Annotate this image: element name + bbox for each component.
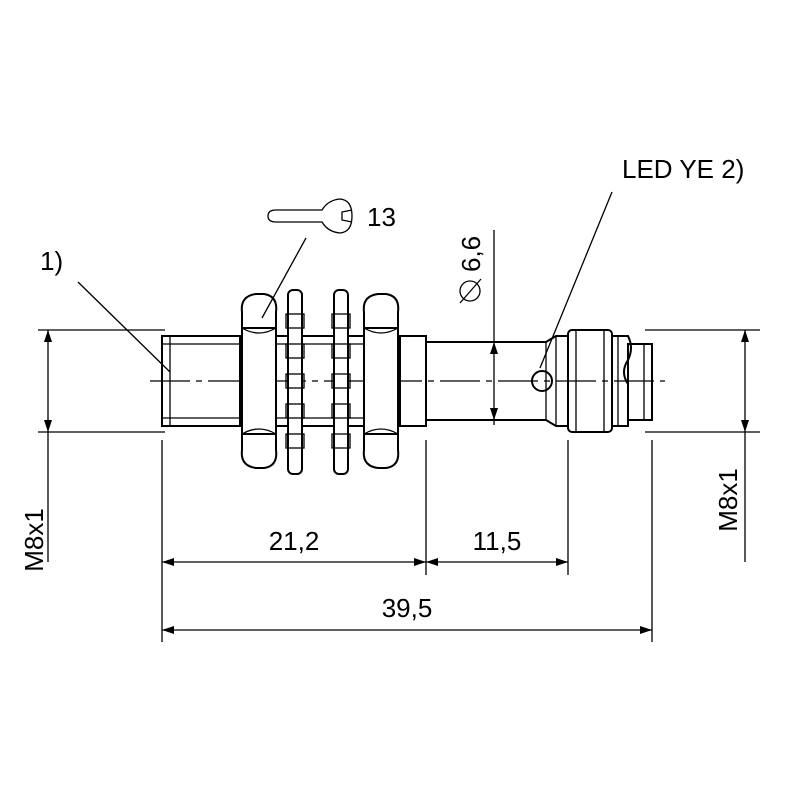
lock-washer-right bbox=[331, 289, 351, 475]
led-indicator bbox=[531, 370, 553, 392]
connector bbox=[567, 329, 653, 433]
dim-total-label: 39,5 bbox=[382, 593, 433, 623]
extension-lines bbox=[38, 230, 760, 642]
front-thread bbox=[161, 335, 241, 427]
diameter-label: 6,6 bbox=[456, 236, 486, 272]
thread-right-label: M8x1 bbox=[713, 468, 743, 532]
dim-front-label: 21,2 bbox=[269, 526, 320, 556]
thread-left-label: M8x1 bbox=[19, 508, 49, 572]
led-label: LED YE 2) bbox=[622, 154, 744, 184]
footnote-1-label: 1) bbox=[40, 246, 63, 276]
leader-lines bbox=[77, 191, 613, 373]
diameter-symbol-icon bbox=[459, 278, 482, 304]
hex-nut-right bbox=[362, 293, 400, 469]
lock-washer-left bbox=[285, 289, 305, 475]
wrench-size-label: 13 bbox=[367, 202, 396, 232]
dim-back-label: 11,5 bbox=[473, 526, 522, 556]
open-end-wrench-icon bbox=[267, 198, 353, 234]
hex-nut-left bbox=[240, 293, 278, 469]
